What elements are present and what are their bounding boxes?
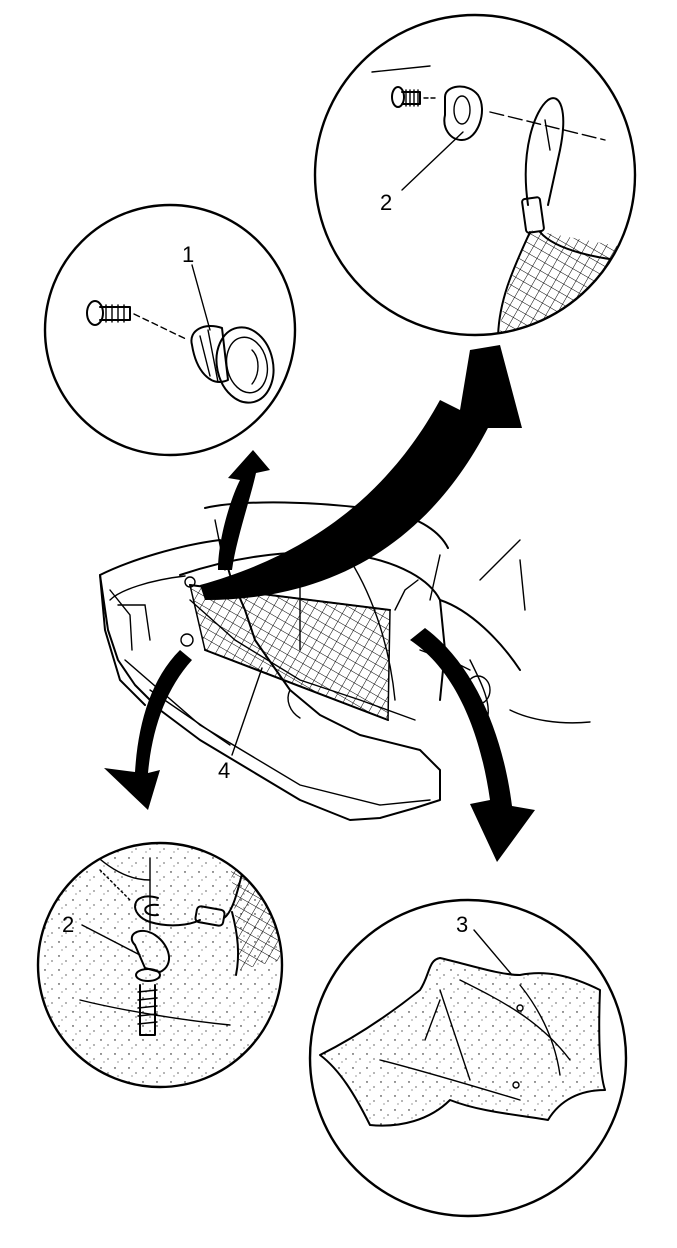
callout-1: 1: [182, 242, 194, 267]
arrow-to-top-right-detail: [200, 345, 522, 600]
callout-4: 4: [218, 758, 230, 783]
arrow-to-bottom-left-detail: [104, 650, 192, 810]
detail-net-hook-upper: 2: [313, 13, 637, 337]
detail-push-fastener: 1: [43, 203, 297, 457]
callout-4-leader: [231, 667, 263, 756]
arrow-to-bottom-right-detail: [410, 628, 535, 862]
detail-trim-panel: 3: [308, 898, 628, 1218]
callout-2-top: 2: [380, 190, 392, 215]
detail-net-hook-lower: 2: [36, 841, 284, 1089]
arrow-to-top-left-detail: [218, 450, 270, 570]
callout-3: 3: [456, 912, 468, 937]
callout-2-bottom: 2: [62, 912, 74, 937]
